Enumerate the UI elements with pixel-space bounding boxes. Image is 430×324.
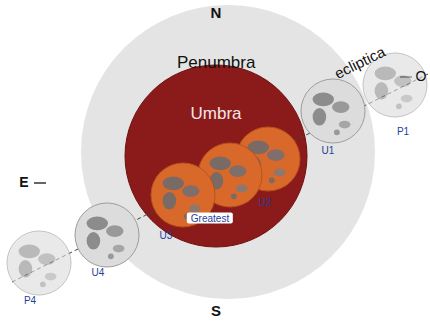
position-label: U1 (322, 145, 335, 156)
east-tick (34, 182, 46, 184)
moon-u1 (301, 79, 365, 143)
position-label: P1 (397, 126, 409, 137)
west-label: O (416, 69, 427, 84)
position-label: P4 (24, 295, 36, 306)
moon-u4 (75, 203, 139, 267)
ecliptic-line (12, 74, 428, 282)
moon-p4 (7, 231, 71, 295)
south-label: S (211, 303, 221, 320)
region-label: Umbra (190, 104, 241, 123)
greatest-label: Greatest (187, 213, 233, 224)
position-label: U2 (259, 197, 272, 208)
position-label: U4 (92, 267, 105, 278)
position-label: U3 (160, 230, 173, 241)
north-label: N (211, 5, 222, 22)
east-label: E (19, 175, 28, 190)
region-label: Penumbra (177, 54, 255, 73)
